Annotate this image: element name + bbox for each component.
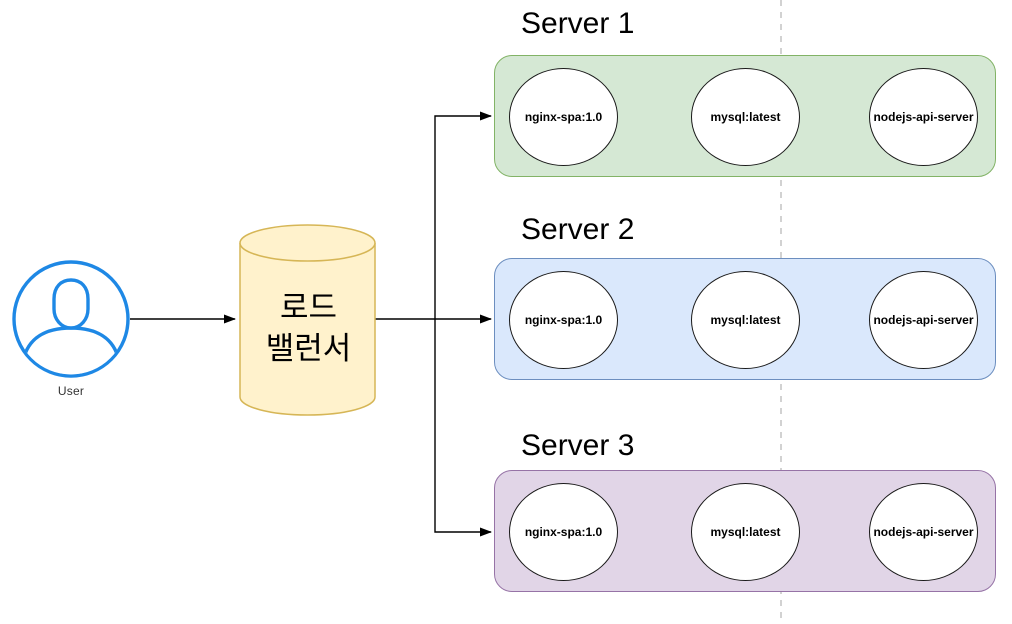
server1-container-nginx: nginx-spa:1.0 <box>509 68 618 166</box>
load-balancer-label: 로드 밸런서 <box>238 287 379 369</box>
server1-container-mysql: mysql:latest <box>691 68 800 166</box>
server1-title: Server 1 <box>521 7 635 40</box>
server2-group: nginx-spa:1.0 mysql:latest nodejs-api-se… <box>494 258 996 380</box>
container-label: nginx-spa:1.0 <box>524 110 603 124</box>
container-label: nodejs-api-server <box>873 525 974 539</box>
load-balancer-label-line1: 로드 <box>279 290 338 325</box>
server2-container-nodejs: nodejs-api-server <box>869 271 978 369</box>
server1-group: nginx-spa:1.0 mysql:latest nodejs-api-se… <box>494 55 996 177</box>
container-label: nginx-spa:1.0 <box>524 313 603 327</box>
server3-group: nginx-spa:1.0 mysql:latest nodejs-api-se… <box>494 470 996 592</box>
server3-container-nodejs: nodejs-api-server <box>869 483 978 581</box>
container-label: nginx-spa:1.0 <box>524 525 603 539</box>
server3-container-mysql: mysql:latest <box>691 483 800 581</box>
server2-container-nginx: nginx-spa:1.0 <box>509 271 618 369</box>
container-label: mysql:latest <box>710 110 781 124</box>
server2-container-mysql: mysql:latest <box>691 271 800 369</box>
container-label: mysql:latest <box>710 525 781 539</box>
arrow-loadbalancer-to-server3 <box>434 319 492 537</box>
arrow-loadbalancer-to-server1 <box>434 111 492 319</box>
container-label: nodejs-api-server <box>873 110 974 124</box>
user-label: User <box>57 384 85 398</box>
server2-title: Server 2 <box>521 213 635 246</box>
load-balancer-cylinder <box>238 223 379 419</box>
load-balancer-label-line2: 밸런서 <box>265 331 352 366</box>
container-label: mysql:latest <box>710 313 781 327</box>
user-icon <box>11 259 131 379</box>
server3-container-nginx: nginx-spa:1.0 <box>509 483 618 581</box>
server3-title: Server 3 <box>521 429 635 462</box>
server1-container-nodejs: nodejs-api-server <box>869 68 978 166</box>
container-label: nodejs-api-server <box>873 313 974 327</box>
